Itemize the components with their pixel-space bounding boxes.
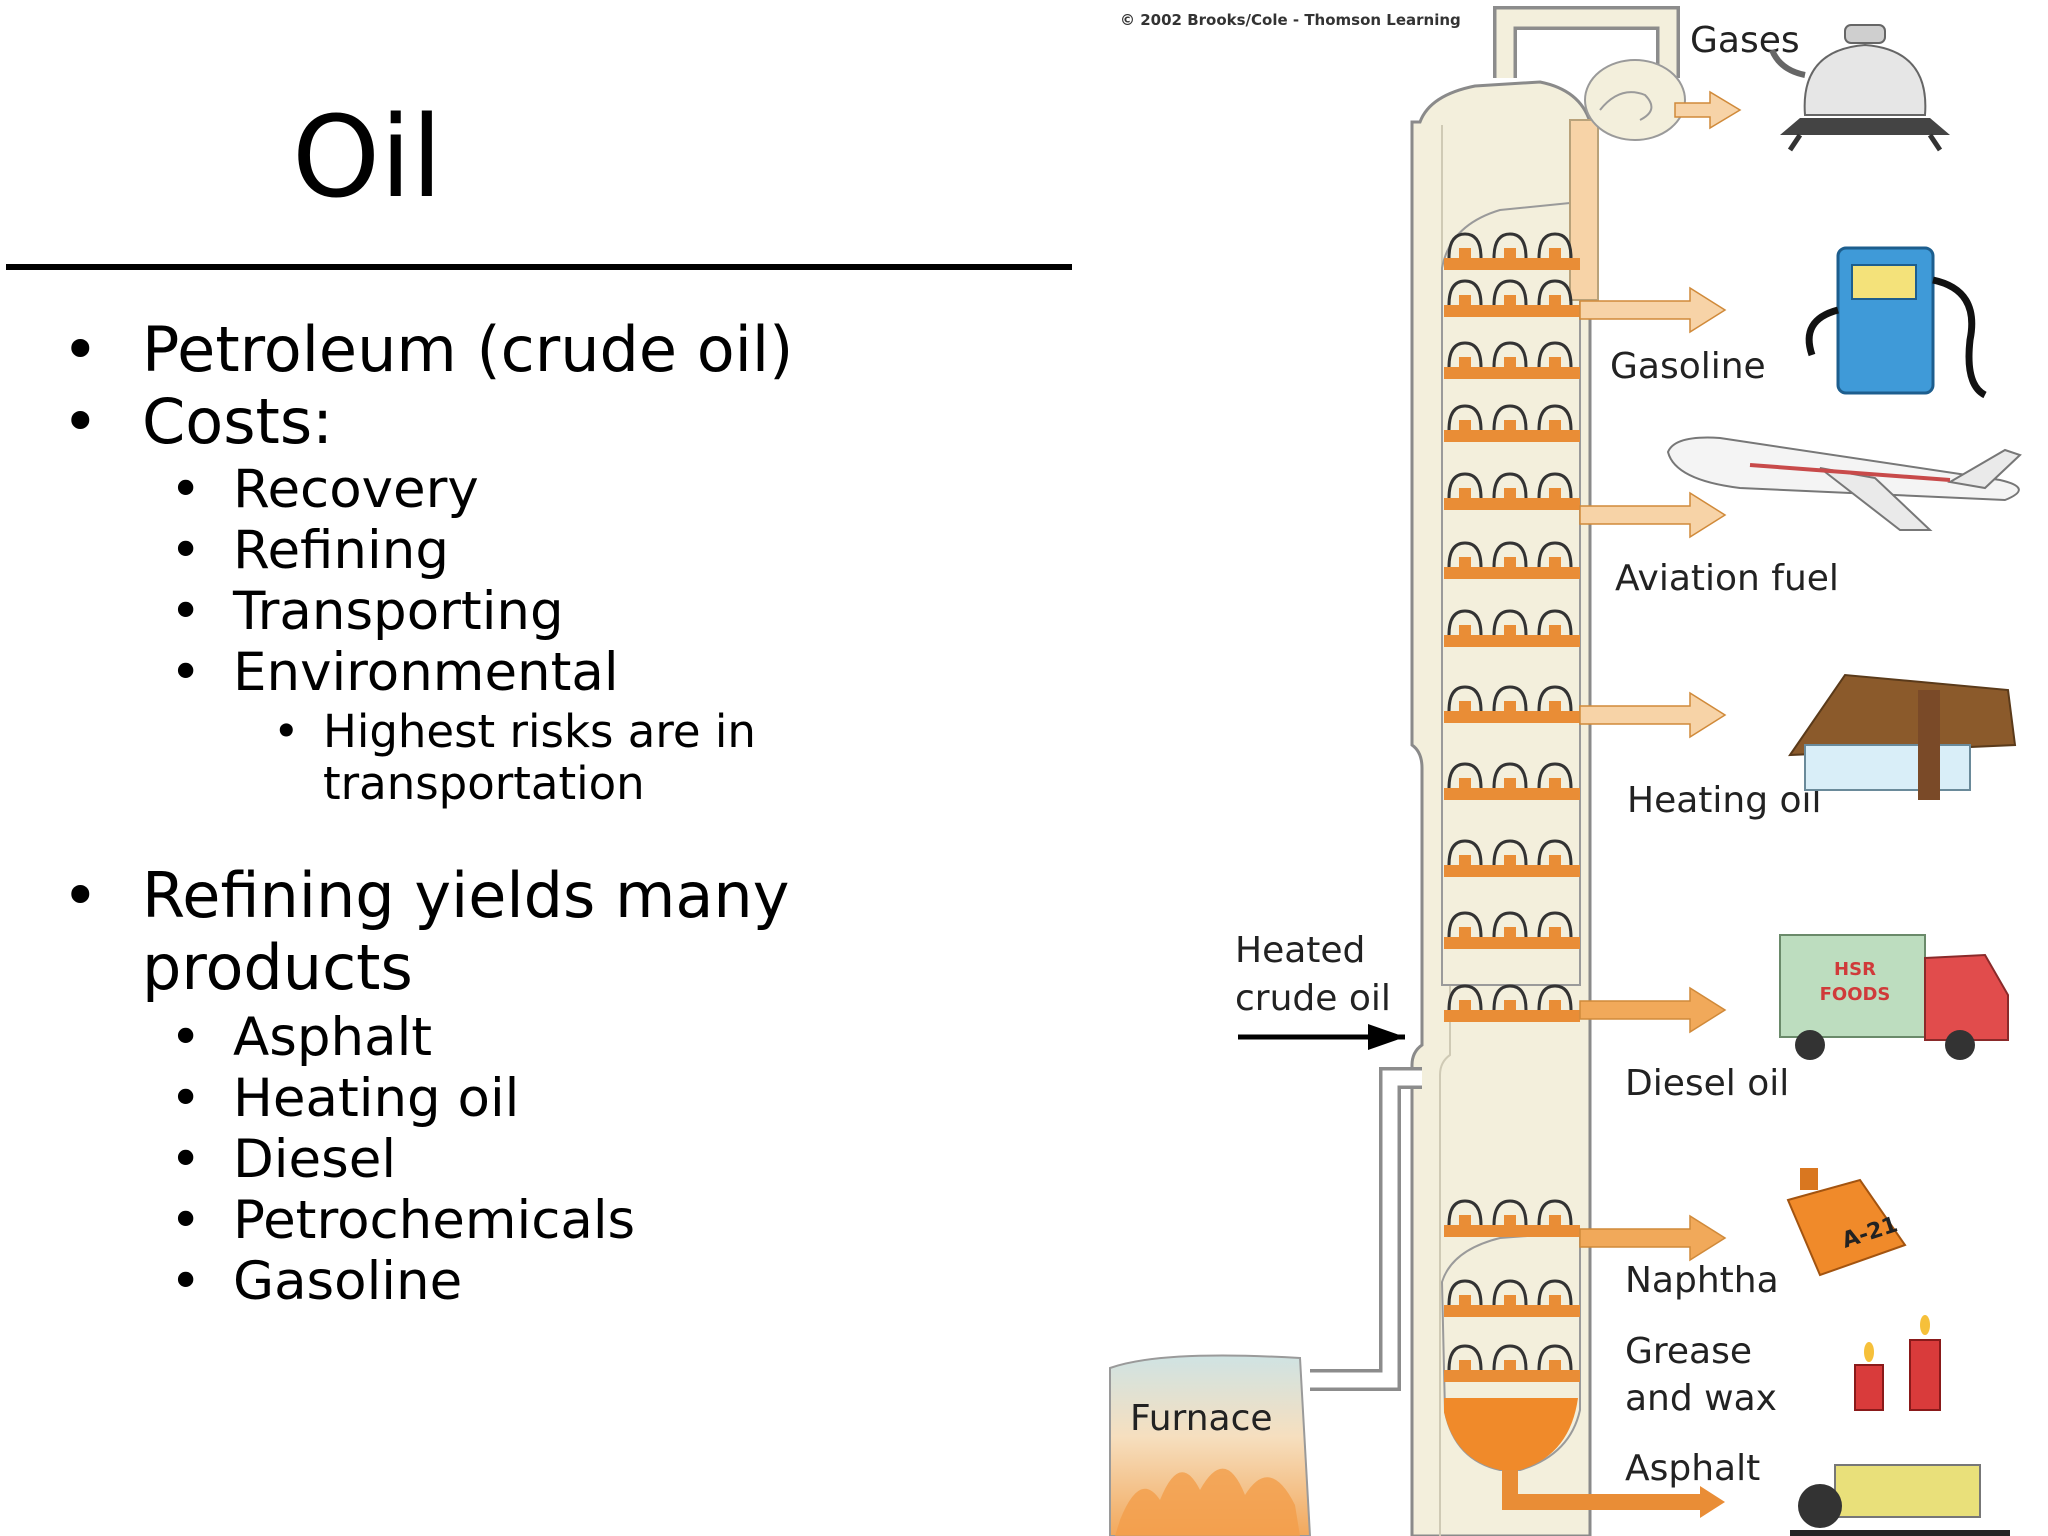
sub-bullet-heating-oil: • Heating oil xyxy=(170,1068,520,1130)
sub-bullet-asphalt: • Asphalt xyxy=(170,1007,433,1069)
furnace-to-column-pipe xyxy=(1310,1067,1422,1391)
input-label-line1: Heated xyxy=(1235,930,1365,971)
furnace-label: Furnace xyxy=(1130,1398,1273,1439)
heating-oil-label: Heating oil xyxy=(1627,780,1822,821)
gasoline-label: Gasoline xyxy=(1610,346,1766,387)
bullet-yields: • Refining yields many xyxy=(62,859,790,932)
bullet-text: Transporting xyxy=(233,581,564,642)
bullet-dot: • xyxy=(170,459,202,520)
grease-label-line2: and wax xyxy=(1625,1378,1777,1419)
product-arrows xyxy=(1579,90,1742,1262)
bullet-costs: • Costs: xyxy=(62,385,334,458)
bullet-text: Petroleum (crude oil) xyxy=(142,313,794,386)
asphalt-label: Asphalt xyxy=(1625,1448,1760,1489)
product-arrow xyxy=(1579,1214,1727,1262)
bullet-text: transportation xyxy=(323,757,645,810)
bullet-text: Gasoline xyxy=(233,1251,463,1312)
tray xyxy=(1444,1279,1580,1317)
tray xyxy=(1444,1199,1580,1237)
bullet-petroleum: • Petroleum (crude oil) xyxy=(62,313,794,386)
road-roller-icon xyxy=(1790,1464,2010,1536)
bullet-dot: • xyxy=(62,859,99,932)
bullet-text: Petrochemicals xyxy=(233,1190,636,1251)
tray xyxy=(1444,404,1580,442)
tray xyxy=(1444,609,1580,647)
bullet-dot: • xyxy=(62,313,99,386)
gases-arrow xyxy=(1674,90,1742,130)
sub-bullet-environmental: • Environmental xyxy=(170,642,619,704)
sub-sub-bullet-risks: • Highest risks are in xyxy=(273,705,756,758)
distillation-diagram: © 2002 Brooks/Cole - Thomson Learning Fu… xyxy=(1109,6,2022,1536)
gasoline-riser-pipe xyxy=(1569,119,1599,301)
product-arrow xyxy=(1579,286,1727,334)
slide-title: Oil xyxy=(292,93,443,223)
sub-bullet-recovery: • Recovery xyxy=(170,459,479,521)
bullet-text: Asphalt xyxy=(233,1007,433,1068)
house-icon xyxy=(1788,673,2017,800)
bullet-text: Refining yields many xyxy=(142,859,790,932)
bullet-dot: • xyxy=(170,1007,202,1068)
sub-bullet-diesel: • Diesel xyxy=(170,1129,397,1191)
bullet-dot: • xyxy=(62,385,99,458)
bullet-dot: • xyxy=(170,581,202,642)
gas-pump-icon xyxy=(1805,246,1987,399)
tray xyxy=(1444,984,1580,1022)
tray xyxy=(1444,232,1580,270)
tray xyxy=(1444,341,1580,379)
input-label-line2: crude oil xyxy=(1235,978,1391,1019)
kettle-icon xyxy=(1769,24,1950,152)
grease-label-line1: Grease xyxy=(1625,1331,1752,1372)
truck-icon: HSR FOODS xyxy=(1779,934,2009,1060)
bullet-dot: • xyxy=(170,1251,202,1312)
product-arrow xyxy=(1579,986,1727,1034)
product-arrow xyxy=(1579,491,1727,539)
sub-bullet-transporting: • Transporting xyxy=(170,581,564,643)
sub-bullet-petrochemicals: • Petrochemicals xyxy=(170,1190,636,1252)
furnace xyxy=(1109,1354,1312,1536)
diesel-oil-label: Diesel oil xyxy=(1625,1063,1789,1104)
bullet-dot: • xyxy=(273,705,300,758)
bullet-text: Environmental xyxy=(233,642,619,703)
tray xyxy=(1444,279,1580,317)
tray xyxy=(1444,685,1580,723)
bullet-dot: • xyxy=(170,1068,202,1129)
tray xyxy=(1444,472,1580,510)
bullet-text: Diesel xyxy=(233,1129,397,1190)
tray xyxy=(1444,762,1580,800)
bullet-text: Refining xyxy=(233,520,449,581)
tray xyxy=(1444,839,1580,877)
aviation-fuel-label: Aviation fuel xyxy=(1615,558,1839,599)
bullet-text: Costs: xyxy=(142,385,334,458)
bullet-text: Heating oil xyxy=(233,1068,520,1129)
asphalt-outlet-pipe xyxy=(1502,1470,1700,1510)
bullet-text: products xyxy=(142,931,413,1004)
tray xyxy=(1444,911,1580,949)
asphalt-liquid xyxy=(1444,1398,1578,1470)
tray xyxy=(1444,541,1580,579)
asphalt-arrow xyxy=(1700,1486,1725,1518)
bullet-text: Recovery xyxy=(233,459,479,520)
truck-text-line1: HSR xyxy=(1834,959,1876,980)
product-arrow xyxy=(1579,691,1727,739)
sub-sub-bullet-risks-cont: transportation xyxy=(323,758,645,810)
bullet-dot: • xyxy=(170,520,202,581)
fuel-can-icon: A-21 xyxy=(1786,1168,1907,1277)
bullet-yields-cont: products xyxy=(142,932,413,1003)
condenser-bulb xyxy=(1584,59,1686,141)
candles-icon xyxy=(1854,1315,1941,1411)
bubble-cap-trays xyxy=(1444,232,1580,1382)
bullet-dot: • xyxy=(170,642,202,703)
bullet-dot: • xyxy=(170,1129,202,1190)
copyright-text: © 2002 Brooks/Cole - Thomson Learning xyxy=(1120,11,1461,29)
sub-bullet-gasoline: • Gasoline xyxy=(170,1251,463,1313)
gases-label: Gases xyxy=(1690,20,1800,61)
sub-bullet-refining: • Refining xyxy=(170,520,449,582)
truck-text-line2: FOODS xyxy=(1820,984,1891,1005)
bullet-dot: • xyxy=(170,1190,202,1251)
bullet-text: Highest risks are in xyxy=(323,705,756,758)
title-divider xyxy=(6,264,1072,270)
airplane-icon xyxy=(1666,436,2022,531)
tray xyxy=(1444,1344,1580,1382)
naphtha-label: Naphtha xyxy=(1625,1260,1779,1301)
